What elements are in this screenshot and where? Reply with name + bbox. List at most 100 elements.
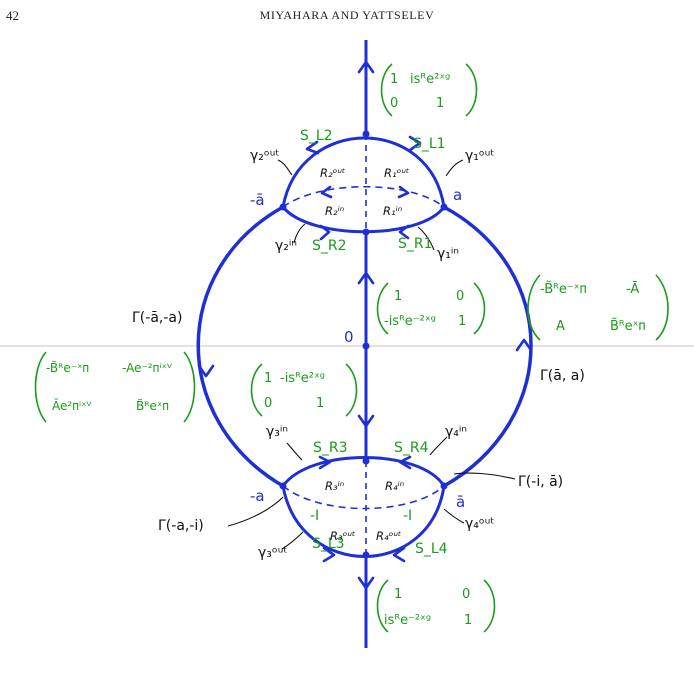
label-g4out: γ₄ᵒᵘᵗ — [465, 516, 494, 532]
label-r4in: R₄ⁱⁿ — [385, 479, 405, 493]
matrix-cu-r2c1: -isᴿe⁻²ˣᵍ — [384, 314, 436, 329]
arrow-sr4 — [398, 455, 412, 470]
label-sr3: S_R3 — [313, 440, 348, 456]
label-neg-a: -a — [250, 487, 265, 505]
outer-left-contour — [196, 205, 284, 488]
contour-nodes — [279, 130, 448, 559]
label-g3in: γ₃ⁱⁿ — [266, 424, 288, 440]
arrow-imag-top — [357, 60, 375, 74]
leader-g4in — [429, 436, 448, 456]
leader-gamma-right — [453, 472, 516, 480]
arrow-imag-bottom — [357, 576, 375, 590]
label-sl4: S_L4 — [415, 541, 448, 557]
label-gamma-bottom-right: Γ(-i, ā) — [518, 474, 563, 490]
matrix-right-r2c1: A — [556, 319, 565, 334]
matrix-top-r1c1: 1 — [390, 72, 398, 87]
node-upper-inner — [362, 228, 370, 236]
label-r3in: R₃ⁱⁿ — [325, 479, 345, 493]
node-neg-a-bar — [279, 203, 287, 211]
matrix-cl-r1c1: 1 — [264, 371, 272, 386]
matrix-bottom-r2c2: 1 — [464, 613, 472, 628]
leader-g2in — [293, 223, 306, 244]
arrow-sl4 — [392, 546, 406, 563]
matrix-center-upper: 1 0 -isᴿe⁻²ˣᵍ 1 — [376, 282, 486, 335]
matrix-left-r2c1: Āe²ᴨⁱˣⱽ — [52, 399, 92, 413]
node-bottom — [362, 551, 370, 559]
label-r2out: R₂ᵒᵘᵗ — [320, 166, 345, 180]
matrix-top-r1c2: isᴿe²ˣᵍ — [410, 72, 450, 87]
label-r1out: R₁ᵒᵘᵗ — [384, 166, 409, 180]
label-minus-i-right: -I — [403, 508, 412, 524]
leader-g1in — [417, 226, 435, 251]
label-sl2: S_L2 — [300, 128, 333, 144]
arrow-sr3 — [318, 455, 332, 470]
running-title: MIYAHARA AND YATTSELEV — [259, 8, 435, 22]
matrix-bottom-r1c1: 1 — [394, 587, 402, 602]
matrix-left-r1c2: -Ae⁻²ᴨⁱˣⱽ — [122, 361, 173, 375]
arrow-sr2 — [319, 224, 331, 241]
leader-g2out — [277, 159, 293, 176]
label-g1in: γ₁ⁱⁿ — [437, 246, 459, 262]
matrix-right-r2c2: B̃ᴿeˣᴨ — [610, 319, 646, 334]
label-g2out: γ₂ᵒᵘᵗ — [250, 148, 279, 164]
upper-dashed-chord — [282, 185, 445, 208]
page-header: 42 MIYAHARA AND YATTSELEV — [0, 8, 694, 28]
arrow-sl1 — [408, 135, 422, 152]
matrix-top-r2c2: 1 — [436, 96, 444, 111]
label-a-bar: ā — [456, 493, 465, 511]
label-zero: 0 — [344, 328, 354, 346]
matrix-left-r1c1: -B̃ᴿe⁻ˣᴨ — [46, 361, 89, 375]
label-gamma-bottom-left: Γ(-a,-i) — [158, 518, 204, 534]
label-g2in: γ₂ⁱⁿ — [275, 238, 297, 254]
label-sr1: S_R1 — [398, 236, 433, 252]
matrix-right-r1c2: -Ā — [626, 282, 639, 297]
label-sl1: S_L1 — [413, 136, 446, 152]
node-a — [440, 203, 448, 211]
arrow-outer-right — [515, 338, 533, 352]
matrix-cl-r2c1: 0 — [264, 396, 272, 411]
arrow-sl2 — [305, 140, 320, 155]
arrow-sr1 — [398, 224, 410, 240]
label-g4in: γ₄ⁱⁿ — [445, 424, 467, 440]
outer-right-contour — [443, 205, 533, 488]
matrix-left-r2c2: B̃ᴿeˣᴨ — [136, 399, 169, 413]
matrix-cu-r1c2: 0 — [456, 289, 464, 304]
matrix-left: -B̃ᴿe⁻ˣᴨ -Ae⁻²ᴨⁱˣⱽ Āe²ᴨⁱˣⱽ B̃ᴿeˣᴨ — [34, 351, 196, 423]
label-sr4: S_R4 — [394, 440, 429, 456]
label-gamma-left: Γ(-ā,-a) — [132, 310, 182, 326]
lower-inner-arc — [281, 456, 446, 487]
node-neg-a — [279, 482, 287, 490]
arrow-imag-upper — [357, 271, 375, 285]
label-g1out: γ₁ᵒᵘᵗ — [465, 148, 494, 164]
label-r3out: R₃ᵒᵘᵗ — [330, 529, 355, 543]
matrix-cu-r1c1: 1 — [394, 289, 402, 304]
leader-g1out — [445, 159, 464, 177]
matrix-bottom-r1c2: 0 — [462, 587, 470, 602]
arrow-dashed-upper — [320, 185, 333, 199]
matrix-cu-r2c2: 1 — [458, 314, 466, 329]
arrow-imag-lower — [357, 414, 375, 428]
node-top — [362, 130, 370, 138]
matrix-right: -B̃ᴿe⁻ˣᴨ -Ā A B̃ᴿeˣᴨ — [527, 274, 669, 341]
leader-g4out — [443, 508, 465, 524]
leader-lines — [227, 159, 516, 550]
matrix-right-r1c1: -B̃ᴿe⁻ˣᴨ — [540, 282, 587, 297]
contour-diagram: -ā a -a ā 0 S_L2 S_L1 S_R2 S_R1 S_R3 S_R… — [0, 40, 694, 648]
label-r4out: R₄ᵒᵘᵗ — [376, 529, 401, 543]
matrix-top-r2c1: 0 — [390, 96, 398, 111]
arrow-sl3 — [322, 546, 336, 563]
lower-dashed-chord — [282, 485, 445, 510]
label-gamma-right: Γ(ā, a) — [540, 368, 585, 384]
matrix-center-lower: 1 -isᴿe²ˣᵍ 0 1 — [250, 363, 358, 417]
label-g3out: γ₃ᵒᵘᵗ — [258, 545, 287, 561]
label-neg-a-bar: -ā — [250, 191, 265, 209]
matrix-top: 1 isᴿe²ˣᵍ 0 1 — [380, 63, 478, 117]
arrow-outer-left — [197, 364, 215, 378]
matrix-cl-r1c2: -isᴿe²ˣᵍ — [280, 371, 325, 386]
label-sl3: S_L3 — [312, 536, 345, 552]
matrix-cl-r2c2: 1 — [316, 396, 324, 411]
upper-outer-arc — [281, 136, 446, 208]
arrow-dashed-upper-r — [397, 185, 410, 199]
direction-arrows — [197, 60, 533, 590]
page-number: 42 — [6, 8, 19, 23]
